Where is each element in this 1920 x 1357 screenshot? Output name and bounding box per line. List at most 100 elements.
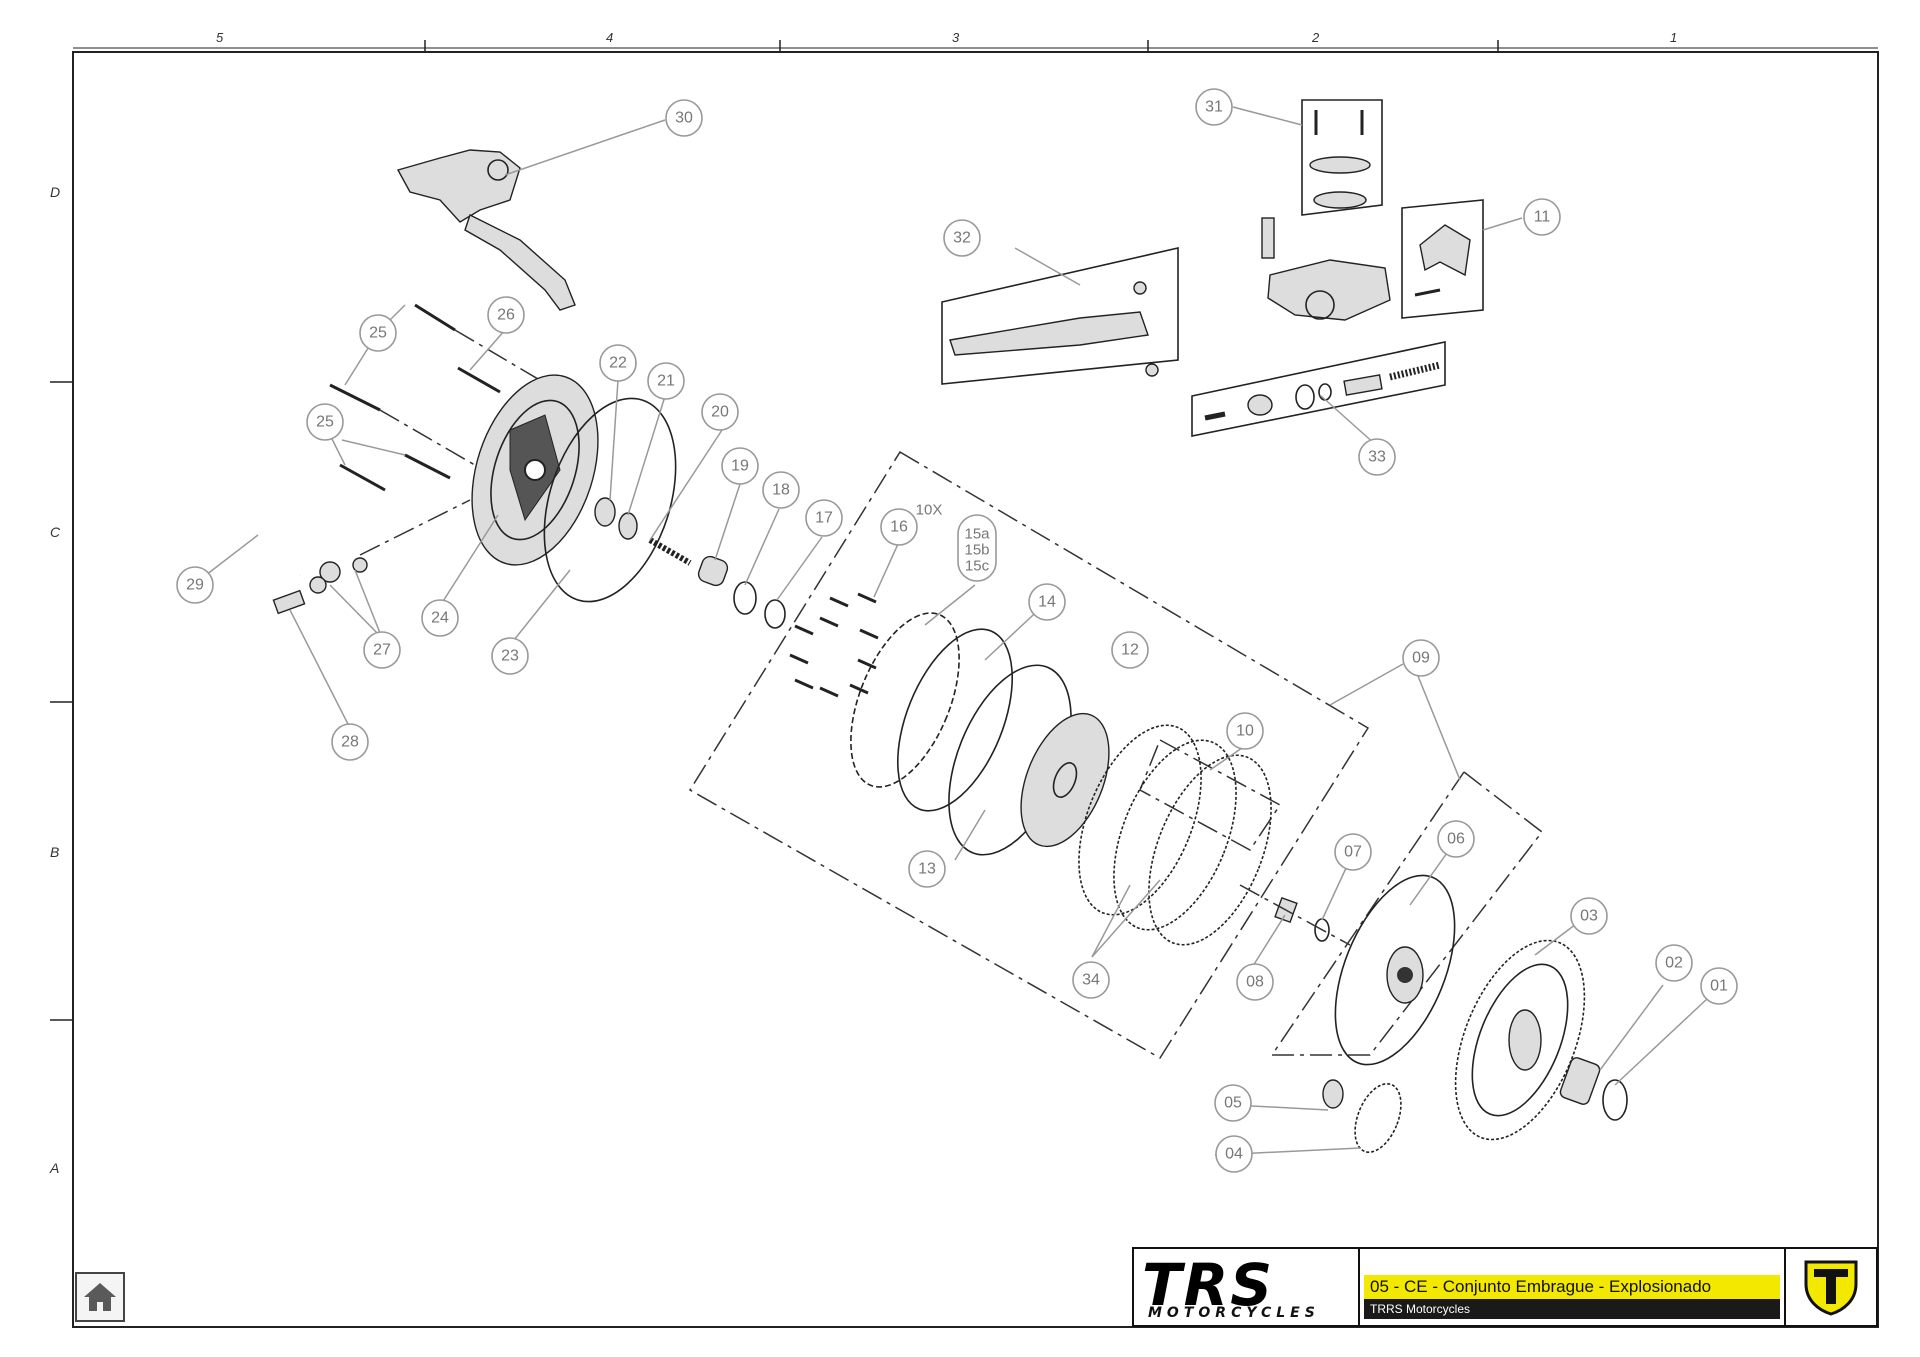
callout-26[interactable]: 26 [487, 296, 525, 334]
callout-04[interactable]: 04 [1215, 1135, 1253, 1173]
zone-label-left: C [50, 524, 61, 540]
svg-text:12: 12 [1121, 642, 1139, 659]
svg-text:27: 27 [373, 642, 391, 659]
svg-text:17: 17 [815, 510, 833, 527]
zone-label-left: D [50, 184, 61, 200]
callout-21[interactable]: 21 [647, 362, 685, 400]
part-29-hose [261, 174, 396, 576]
qty-note: 10X [916, 502, 943, 519]
callout-32[interactable]: 32 [943, 219, 981, 257]
callout-10[interactable]: 10 [1226, 712, 1264, 750]
callout-group: 30 31 32 11 33 25 26 22 21 20 25 19 18 1… [176, 88, 1738, 1173]
box-33 [1191, 341, 1446, 437]
callout-28[interactable]: 28 [331, 723, 369, 761]
callout-08[interactable]: 08 [1236, 963, 1274, 1001]
svg-text:15a: 15a [964, 526, 990, 543]
part-slave-cylinder [1261, 217, 1391, 321]
trrs-badge [1786, 1249, 1876, 1325]
callout-13[interactable]: 13 [908, 850, 946, 888]
callout-03[interactable]: 03 [1570, 897, 1608, 935]
callout-23[interactable]: 23 [491, 637, 529, 675]
group-box-09 [1270, 770, 1544, 1056]
part-30-master-cylinder [396, 149, 576, 311]
zone-label-left: A [50, 1160, 60, 1176]
svg-text:23: 23 [501, 648, 519, 665]
zone-label-top: 1 [1670, 30, 1678, 45]
home-button[interactable] [75, 1272, 125, 1322]
svg-text:31: 31 [1205, 99, 1223, 116]
svg-text:05: 05 [1224, 1095, 1242, 1112]
zone-label-top: 3 [952, 30, 960, 45]
zone-label-top: 4 [606, 30, 614, 45]
callout-15[interactable]: 15a 15b 15c [957, 514, 997, 582]
callout-06[interactable]: 06 [1437, 820, 1475, 858]
svg-text:02: 02 [1665, 955, 1683, 972]
svg-text:21: 21 [657, 373, 675, 390]
svg-text:04: 04 [1225, 1146, 1243, 1163]
company-name: TRRS Motorcycles [1364, 1299, 1780, 1319]
callout-09[interactable]: 09 [1402, 639, 1440, 677]
callout-02[interactable]: 02 [1655, 944, 1693, 982]
part-16-screws [789, 592, 879, 698]
callout-34[interactable]: 34 [1072, 961, 1110, 999]
callout-16[interactable]: 16 [880, 508, 918, 546]
callout-24[interactable]: 24 [421, 599, 459, 637]
svg-text:03: 03 [1580, 908, 1598, 925]
callout-12[interactable]: 12 [1111, 631, 1149, 669]
part-06-basket [1334, 874, 1456, 1066]
svg-text:13: 13 [918, 861, 936, 878]
callout-22[interactable]: 22 [599, 344, 637, 382]
svg-text:15c: 15c [965, 558, 990, 575]
callout-18[interactable]: 18 [762, 471, 800, 509]
svg-text:29: 29 [186, 577, 204, 594]
svg-text:08: 08 [1246, 974, 1264, 991]
callout-11[interactable]: 11 [1523, 198, 1561, 236]
callout-25-mid[interactable]: 25 [306, 403, 344, 441]
svg-text:33: 33 [1368, 449, 1386, 466]
callout-19[interactable]: 19 [721, 447, 759, 485]
svg-text:34: 34 [1082, 972, 1100, 989]
callout-25-top[interactable]: 25 [359, 314, 397, 352]
svg-text:20: 20 [711, 404, 729, 421]
title-block: TRS MOTORCYCLES 05 - CE - Conjunto Embra… [1132, 1247, 1878, 1327]
parts-04-05 [1322, 1079, 1402, 1154]
callout-30[interactable]: 30 [665, 99, 703, 137]
home-icon [84, 1283, 116, 1311]
callout-27[interactable]: 27 [363, 631, 401, 669]
part-03-primary-gear [1454, 939, 1586, 1141]
zone-label-top: 2 [1312, 30, 1320, 45]
trrs-shield-icon [1804, 1260, 1858, 1316]
box-31 [1301, 99, 1383, 216]
callout-20[interactable]: 20 [701, 393, 739, 431]
svg-text:10: 10 [1236, 723, 1254, 740]
box-11 [1401, 199, 1484, 319]
callout-29[interactable]: 29 [176, 566, 214, 604]
callout-07[interactable]: 07 [1334, 833, 1372, 871]
title-block-info: 05 - CE - Conjunto Embrague - Explosiona… [1360, 1249, 1786, 1325]
parts-01-02 [1559, 1057, 1628, 1121]
box-32 [941, 246, 1179, 385]
parts-17-22 [594, 497, 786, 629]
svg-text:19: 19 [731, 458, 749, 475]
callout-33[interactable]: 33 [1358, 438, 1396, 476]
trs-logo: TRS MOTORCYCLES [1134, 1249, 1360, 1325]
drawing-frame [72, 51, 1879, 1328]
callout-31[interactable]: 31 [1195, 88, 1233, 126]
zone-label-left: B [50, 844, 60, 860]
svg-text:16: 16 [890, 519, 908, 536]
part-34-clutch-pack [1078, 724, 1272, 946]
part-14-disc [896, 628, 1014, 812]
drawing-title: 05 - CE - Conjunto Embrague - Explosiona… [1364, 1275, 1780, 1299]
svg-text:11: 11 [1534, 209, 1551, 226]
callout-05[interactable]: 05 [1214, 1084, 1252, 1122]
callout-14[interactable]: 14 [1028, 583, 1066, 621]
svg-text:32: 32 [953, 230, 971, 247]
callout-01[interactable]: 01 [1700, 967, 1738, 1005]
svg-text:18: 18 [772, 482, 790, 499]
part-32-lever-assembly [949, 281, 1159, 377]
part-27-28-banjo [272, 557, 368, 615]
part-24-clutch-cover [471, 374, 599, 566]
svg-text:14: 14 [1038, 594, 1056, 611]
callout-17[interactable]: 17 [805, 499, 843, 537]
